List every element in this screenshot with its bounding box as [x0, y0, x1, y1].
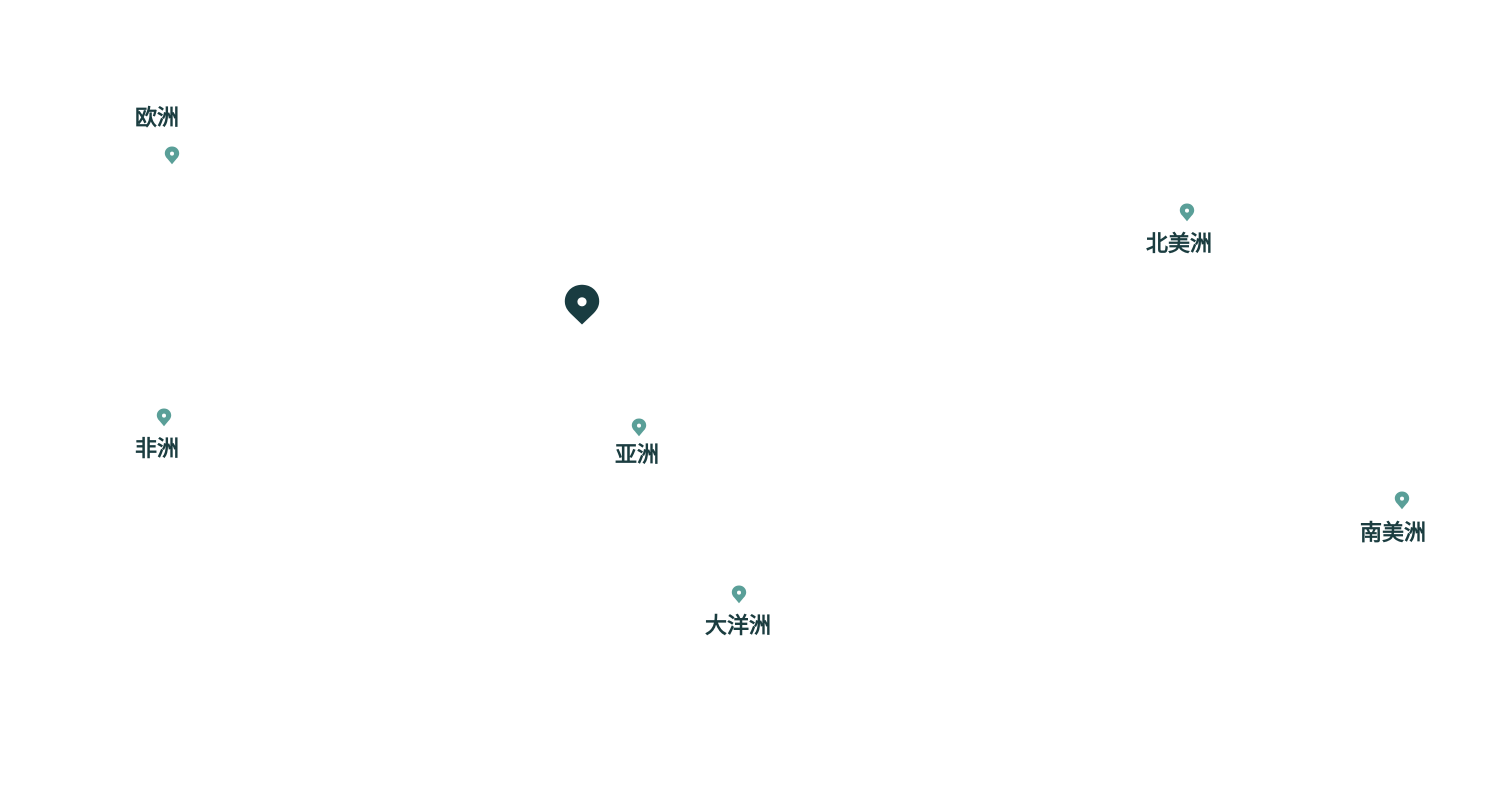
region-label-south-america: 南美洲 [1360, 521, 1427, 546]
region-label-north-america: 北美洲 [1146, 232, 1213, 257]
location-pin-icon[interactable] [1394, 491, 1410, 510]
region-label-europe: 欧洲 [135, 106, 180, 131]
region-label-oceania: 大洋洲 [705, 614, 772, 639]
location-pin-icon[interactable] [156, 408, 172, 427]
location-pin-icon[interactable] [731, 585, 747, 604]
location-pin-icon[interactable] [164, 146, 180, 165]
location-pin-icon[interactable] [631, 418, 647, 437]
region-label-africa: 非洲 [135, 437, 180, 462]
location-pin-icon[interactable] [1179, 203, 1195, 222]
region-label-asia: 亚洲 [615, 443, 660, 468]
location-pin-icon[interactable] [564, 284, 600, 325]
